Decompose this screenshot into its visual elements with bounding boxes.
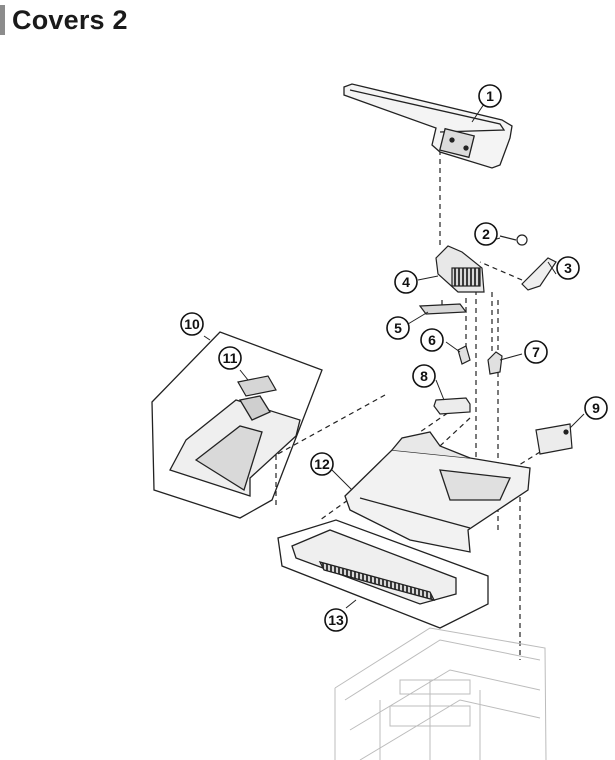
callout-5: 5	[386, 316, 410, 340]
callout-label: 10	[184, 316, 200, 332]
callout-circle	[420, 328, 444, 352]
callout-label: 9	[592, 400, 600, 416]
part-8-guide-bracket	[433, 397, 471, 415]
callout-9: 9	[584, 396, 608, 420]
callout-label: 4	[402, 274, 410, 290]
callout-label: 3	[564, 260, 572, 276]
callout-label: 1	[486, 88, 494, 104]
callout-circle	[412, 364, 436, 388]
callout-1: 1	[478, 84, 502, 108]
callout-label: 11	[223, 350, 238, 366]
callout-2: 2	[474, 222, 498, 246]
page-header: Covers 2	[0, 2, 128, 38]
callout-circle	[474, 222, 498, 246]
callout-label: 13	[328, 612, 344, 628]
callout-11: 11	[218, 346, 242, 370]
part-4-hinge-block	[435, 245, 485, 293]
callout-circle	[386, 316, 410, 340]
callout-circle	[584, 396, 608, 420]
callout-13: 13	[324, 608, 348, 632]
callout-4: 4	[394, 270, 418, 294]
callout-label: 7	[532, 344, 540, 360]
callout-label: 8	[420, 368, 428, 384]
part-2-spring	[499, 234, 528, 246]
title-accent-bar	[0, 5, 5, 35]
callout-leaders	[203, 103, 585, 609]
part-11-small-cover	[237, 375, 277, 397]
callout-circle	[218, 346, 242, 370]
callout-circle	[180, 312, 204, 336]
callout-label: 5	[394, 320, 402, 336]
callout-6: 6	[420, 328, 444, 352]
callout-8: 8	[412, 364, 436, 388]
part-12-main-tray	[344, 431, 531, 553]
part-10-cover-group	[151, 331, 323, 519]
part-7-clip	[487, 351, 503, 375]
callout-circle	[310, 452, 334, 476]
part-1-top-cover-rail	[343, 83, 513, 169]
page-title: Covers 2	[12, 4, 128, 35]
callout-circle	[478, 84, 502, 108]
callout-label: 12	[314, 456, 330, 472]
callout-3: 3	[556, 256, 580, 280]
printer-base	[334, 627, 547, 760]
part-9-side-bracket	[535, 423, 573, 455]
callout-circle	[524, 340, 548, 364]
callout-circle	[324, 608, 348, 632]
part-13-group	[277, 519, 489, 629]
part-3-bracket	[521, 257, 557, 291]
callout-label: 6	[428, 332, 436, 348]
callout-circle	[394, 270, 418, 294]
callout-circle	[556, 256, 580, 280]
callout-10: 10	[180, 312, 204, 336]
callout-12: 12	[310, 452, 334, 476]
part-6-latch	[457, 345, 471, 365]
part-5-plate	[418, 303, 468, 315]
callout-7: 7	[524, 340, 548, 364]
callout-label: 2	[482, 226, 490, 242]
